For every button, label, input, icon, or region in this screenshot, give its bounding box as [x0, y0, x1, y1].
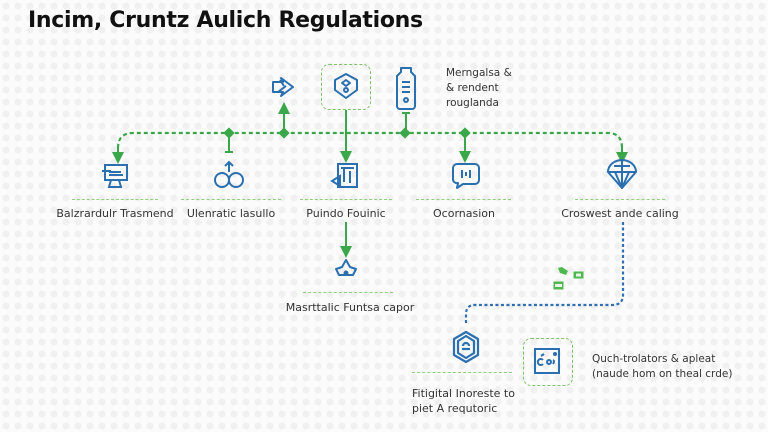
parachute-icon[interactable] [606, 158, 638, 197]
divider [300, 199, 392, 200]
note-line: (naude hom on theal crde) [592, 368, 733, 380]
divider [72, 199, 158, 200]
page-title: Incim, Cruntz Aulich Regulations [28, 8, 423, 33]
node-label: Masrttalic Funtsa capor [285, 301, 415, 314]
label-line: piet A requtoric [412, 402, 498, 415]
top-note-line: & rendent [446, 82, 499, 94]
top-note-line: rouglanda [446, 97, 499, 109]
monitor-icon[interactable] [101, 162, 129, 195]
device-tag-icon[interactable] [394, 66, 418, 115]
divider [412, 372, 512, 373]
blue-dotted-path [464, 222, 625, 325]
divider [303, 292, 393, 293]
junction-nodes [223, 127, 471, 139]
shield-node-highlight [321, 64, 371, 110]
node-label: Balzrardulr Trasmend [56, 207, 174, 220]
bottom-right-note: Quch-trolators & apleat (naude hom on th… [592, 352, 732, 382]
share-arrow-icon[interactable] [270, 72, 298, 107]
label-line: Fitigital Inoreste to [412, 387, 515, 400]
hexagon-badge-icon[interactable] [452, 330, 480, 369]
node-label: Puindo Fouinic [306, 207, 386, 220]
document-arrow-icon[interactable] [330, 162, 360, 195]
divider [575, 199, 665, 200]
node-label: Ocornasion [433, 207, 495, 220]
shield-icon[interactable] [333, 72, 359, 105]
node-label: Croswest ande caling [561, 207, 679, 220]
cluster-icon [557, 263, 569, 281]
binoculars-icon[interactable] [212, 160, 246, 195]
bottom-left-label: Fitigital Inoreste to piet A requtoric [412, 386, 515, 416]
card-icon [553, 277, 564, 295]
bell-drop-icon[interactable] [334, 258, 358, 285]
chat-bubble-icon[interactable] [451, 160, 481, 195]
divider [416, 199, 511, 200]
node-label: Ulenratic lasullo [186, 207, 276, 220]
main-bus-line [116, 131, 624, 158]
framed-image-highlight [523, 338, 573, 386]
top-note: Merngalsa & & rendent rouglanda [446, 66, 512, 111]
divider [181, 199, 281, 200]
note-line: Quch-trolators & apleat [592, 353, 716, 365]
tag-icon [573, 266, 584, 284]
framed-image-icon[interactable] [534, 348, 560, 379]
top-note-line: Merngalsa & [446, 67, 512, 79]
